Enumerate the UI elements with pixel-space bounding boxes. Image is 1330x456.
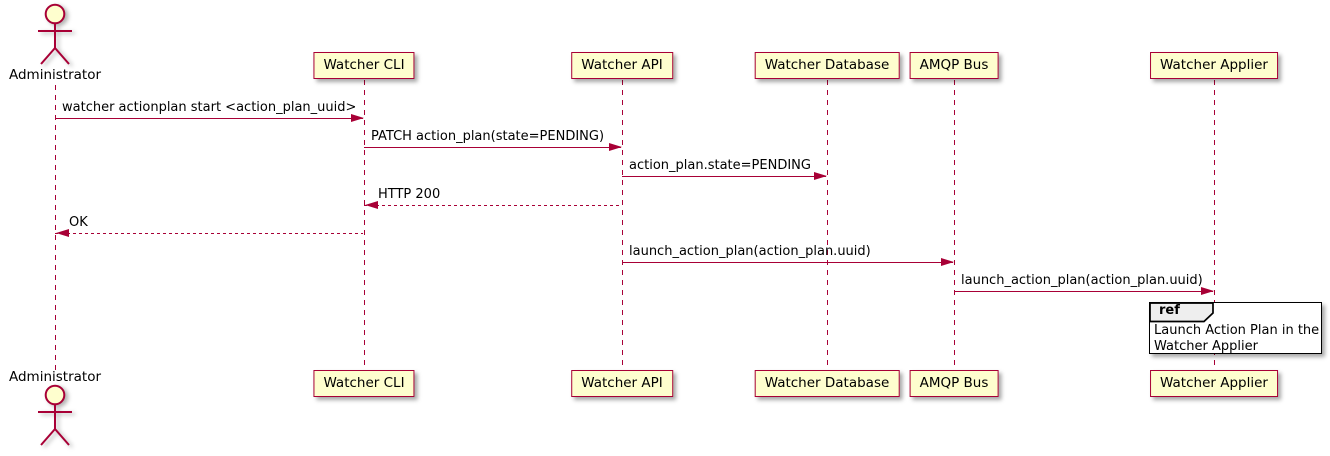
participant-bottom-amqp-bus: AMQP Bus	[909, 370, 999, 397]
message-label-3: action_plan.state=PENDING	[629, 158, 811, 173]
participant-top-watcher-cli: Watcher CLI	[313, 52, 415, 79]
message-label-6: launch_action_plan(action_plan.uuid)	[629, 244, 871, 259]
lifeline-watcher-applier	[1213, 80, 1215, 371]
message-arrowhead-6	[941, 258, 954, 266]
message-arrowhead-5	[56, 229, 69, 237]
message-line-7	[954, 291, 1213, 293]
lifeline-watcher-cli	[363, 80, 365, 371]
message-line-5	[55, 233, 363, 235]
participant-top-watcher-api: Watcher API	[571, 52, 673, 79]
message-arrowhead-7	[1201, 287, 1214, 295]
ref-text-line: Launch Action Plan in the	[1154, 323, 1320, 338]
message-line-6	[622, 262, 953, 264]
message-line-4	[364, 205, 621, 207]
lifeline-amqp-bus	[953, 80, 955, 371]
participant-top-watcher-applier: Watcher Applier	[1150, 52, 1278, 79]
lifeline-watcher-api	[621, 80, 623, 371]
actor-label-top-administrator: Administrator	[8, 67, 102, 83]
lifeline-administrator	[54, 85, 56, 371]
participant-bottom-watcher-cli: Watcher CLI	[313, 370, 415, 397]
message-label-4: HTTP 200	[378, 187, 441, 202]
actor-label-bottom-administrator: Administrator	[8, 369, 102, 385]
ref-header-pentagon	[1149, 302, 1217, 327]
participant-top-amqp-bus: AMQP Bus	[909, 52, 999, 79]
message-label-5: OK	[69, 215, 88, 230]
participant-top-watcher-database: Watcher Database	[754, 52, 900, 79]
message-arrowhead-4	[365, 201, 378, 209]
message-line-2	[364, 147, 621, 149]
lifeline-watcher-database	[826, 80, 828, 371]
message-label-1: watcher actionplan start <action_plan_uu…	[62, 100, 357, 115]
message-line-3	[622, 176, 826, 178]
ref-keyword: ref	[1159, 303, 1180, 318]
participant-bottom-watcher-api: Watcher API	[571, 370, 673, 397]
message-arrowhead-1	[351, 114, 364, 122]
message-label-2: PATCH action_plan(state=PENDING)	[371, 129, 605, 144]
message-arrowhead-3	[814, 172, 827, 180]
message-label-7: launch_action_plan(action_plan.uuid)	[961, 273, 1203, 288]
ref-text-line: Watcher Applier	[1154, 338, 1258, 354]
participant-bottom-watcher-database: Watcher Database	[754, 370, 900, 397]
actor-stick-figure-icon	[33, 384, 77, 452]
actor-stick-figure-icon	[33, 3, 77, 71]
participant-bottom-watcher-applier: Watcher Applier	[1150, 370, 1278, 397]
message-arrowhead-2	[609, 143, 622, 151]
message-line-1	[55, 118, 363, 120]
